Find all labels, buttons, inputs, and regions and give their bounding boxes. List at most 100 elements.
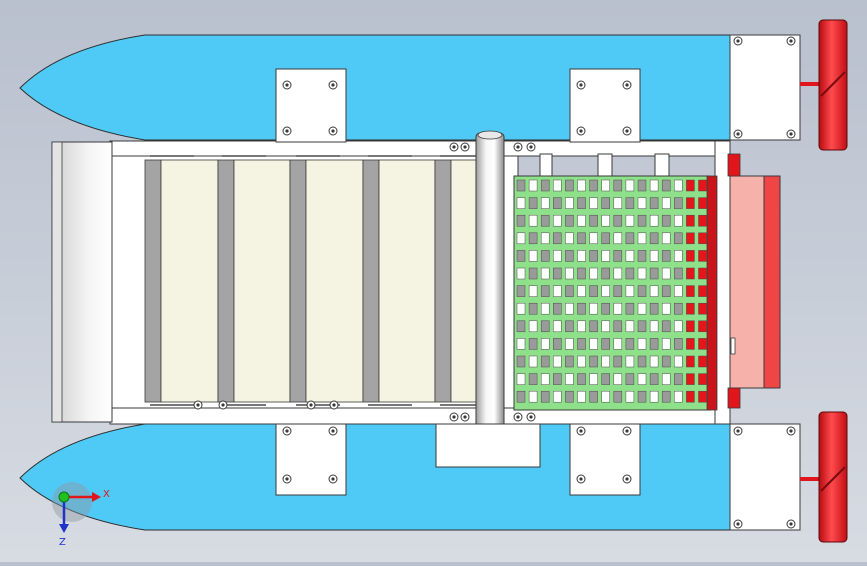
mesh-cell	[601, 232, 610, 245]
mesh-cell	[516, 373, 526, 385]
cross-strut	[597, 153, 613, 177]
mesh-cell	[516, 267, 526, 280]
mesh-cell	[553, 267, 562, 280]
mesh-cell	[674, 285, 683, 297]
mesh-cell	[528, 179, 538, 192]
mesh-cell	[686, 214, 695, 227]
bolt-center	[452, 145, 456, 149]
mesh-cell	[540, 320, 550, 333]
belt-panel	[378, 159, 436, 403]
mesh-cell	[698, 214, 707, 227]
mesh-cell	[553, 320, 562, 333]
mesh-cell	[613, 338, 623, 350]
mesh-cell	[589, 214, 598, 227]
mesh-cell	[565, 355, 574, 368]
mesh-cell	[637, 267, 647, 280]
bolt-center	[625, 477, 629, 481]
mesh-cell	[698, 179, 707, 192]
mesh-cell	[674, 232, 683, 245]
mesh-cell	[601, 267, 610, 280]
belt-slat	[362, 159, 380, 403]
mesh-cell	[528, 285, 538, 297]
mesh-cell	[698, 373, 707, 385]
mesh-cell	[516, 197, 526, 209]
mesh-cell	[625, 338, 635, 350]
z-axis-arrowhead	[59, 524, 69, 533]
bolt-center	[736, 39, 740, 43]
mesh-cell	[686, 390, 695, 403]
mesh-cell	[577, 267, 586, 280]
mesh-cell	[686, 250, 695, 262]
mesh-cell	[649, 232, 659, 245]
mesh-cell	[565, 338, 574, 350]
mesh-cell	[589, 250, 598, 262]
x-axis-label: X	[103, 489, 110, 500]
mesh-cell	[661, 232, 671, 245]
motor-mount-plate	[729, 423, 801, 531]
belt-slat	[289, 159, 307, 403]
bolt-center	[789, 522, 793, 526]
mesh-cell	[528, 302, 538, 315]
bolt-center	[331, 477, 335, 481]
mesh-cell	[553, 250, 562, 262]
mesh-cell	[601, 355, 610, 368]
mesh-cell	[698, 285, 707, 297]
mesh-cell	[528, 390, 538, 403]
mesh-cell	[516, 302, 526, 315]
bolt-center	[579, 129, 583, 133]
mesh-cell	[674, 267, 683, 280]
mesh-cell	[516, 338, 526, 350]
mesh-cell	[625, 302, 635, 315]
x-axis-arrowhead	[92, 492, 101, 502]
bolt-center	[579, 429, 583, 433]
coordinate-triad[interactable]: X Z	[52, 482, 110, 548]
bolt-center	[789, 132, 793, 136]
motor-mount-plate	[729, 34, 801, 141]
mesh-cell	[528, 320, 538, 333]
mesh-cell	[516, 285, 526, 297]
mesh-cell	[625, 373, 635, 385]
bolt-center	[331, 83, 335, 87]
bolt-center	[309, 403, 313, 407]
mesh-cell	[661, 373, 671, 385]
mesh-cell	[637, 373, 647, 385]
mesh-cell	[661, 338, 671, 350]
bolt-center	[221, 403, 225, 407]
mesh-cell	[674, 355, 683, 368]
mesh-cell	[601, 179, 610, 192]
mesh-cell	[625, 232, 635, 245]
cross-strut	[654, 153, 670, 177]
mesh-cell	[540, 250, 550, 262]
mesh-cell	[553, 338, 562, 350]
bolt-center	[285, 83, 289, 87]
mesh-cell	[637, 179, 647, 192]
bin-latch	[730, 337, 736, 355]
mesh-cell	[613, 250, 623, 262]
collection-bin-side	[763, 175, 781, 389]
drive-gearbox-housing	[435, 423, 541, 468]
mesh-cell	[661, 355, 671, 368]
triad-origin-shadow	[52, 482, 92, 522]
mesh-cell	[613, 267, 623, 280]
mesh-cell	[528, 267, 538, 280]
mesh-cell	[661, 285, 671, 297]
mesh-cell	[613, 232, 623, 245]
bolt-center	[736, 522, 740, 526]
mesh-cell	[565, 179, 574, 192]
mesh-cell	[528, 338, 538, 350]
mesh-cell	[613, 302, 623, 315]
mesh-cell	[601, 285, 610, 297]
mesh-cell	[674, 214, 683, 227]
bin-mount-post	[727, 153, 741, 177]
mesh-cell	[516, 179, 526, 192]
mesh-cell	[674, 250, 683, 262]
mounting-bolts	[193, 36, 796, 529]
mesh-cell	[565, 390, 574, 403]
mesh-cell	[674, 390, 683, 403]
bolt-center	[285, 129, 289, 133]
mesh-cell	[553, 179, 562, 192]
mesh-cell	[649, 373, 659, 385]
mesh-cell	[674, 302, 683, 315]
mesh-cell	[613, 373, 623, 385]
